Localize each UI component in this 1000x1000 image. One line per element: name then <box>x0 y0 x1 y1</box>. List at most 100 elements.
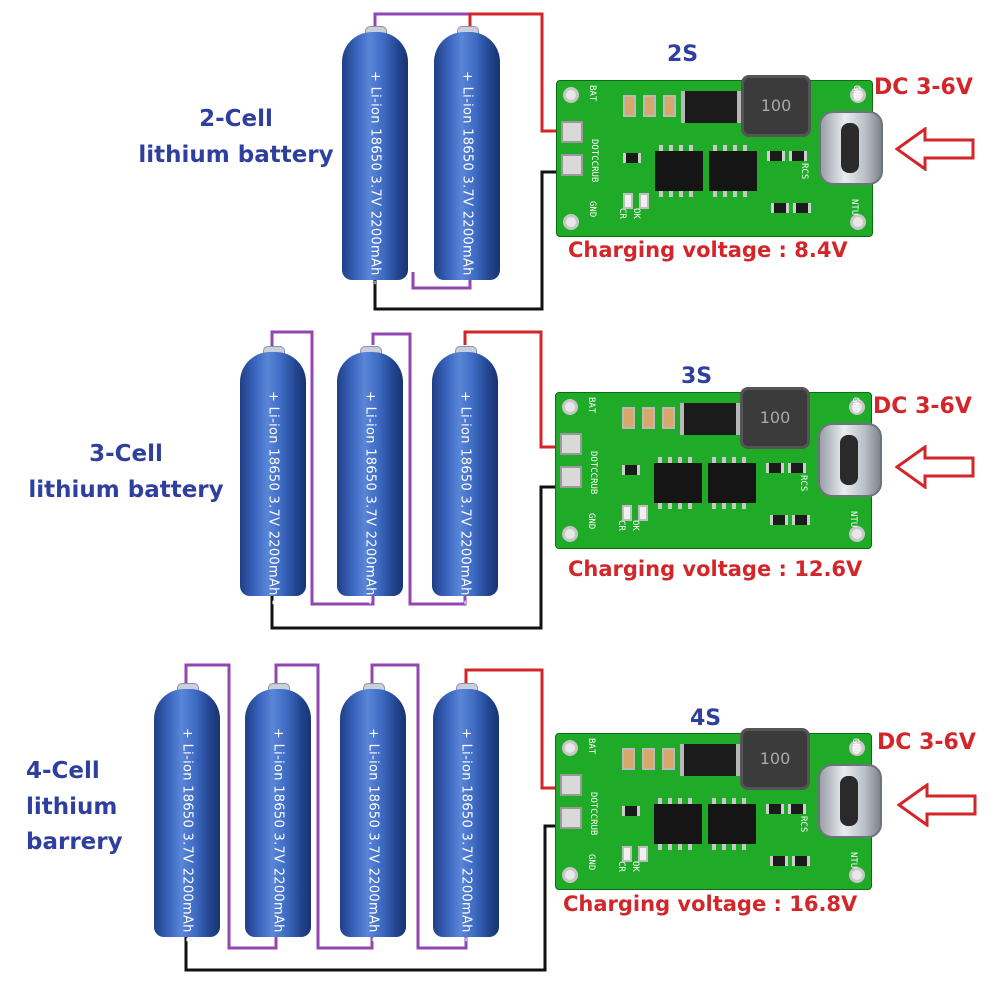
battery-label: + Li-ion 18650 3.7V 2200mAh - <box>365 728 381 943</box>
smd-resistor <box>792 515 810 525</box>
label-line: lithium battery <box>138 141 334 168</box>
mounting-hole <box>563 87 579 103</box>
battery-body <box>340 689 406 937</box>
silk-gnd: GND <box>586 854 596 871</box>
battery-label: + Li-ion 18650 3.7V 2200mAh - <box>457 391 473 606</box>
mounting-hole <box>563 214 579 230</box>
battery-18650-cell: + Li-ion 18650 3.7V 2200mAh - <box>154 683 220 942</box>
silk-dotccrub: DOTCCRUB <box>588 792 598 836</box>
smd-capacitor <box>623 95 636 117</box>
schottky-diode <box>680 403 740 435</box>
battery-label: + Li-ion 18650 3.7V 2200mAh - <box>270 728 286 943</box>
power-inductor: 100 <box>741 75 811 137</box>
inductor-marking: 100 <box>759 749 791 768</box>
smd-resistor <box>766 804 784 814</box>
series-link-wire <box>184 663 278 950</box>
usb-c-socket <box>841 123 859 173</box>
arrow-left-outline-icon <box>895 127 975 171</box>
smd-capacitor <box>643 95 656 117</box>
status-led <box>622 846 632 862</box>
battery-label: + Li-ion 18650 3.7V 2200mAh - <box>179 728 195 943</box>
battery-18650-cell: + Li-ion 18650 3.7V 2200mAh - <box>340 683 406 942</box>
battery-body <box>154 689 220 937</box>
mounting-hole <box>562 399 578 415</box>
usb-c-socket <box>840 435 858 485</box>
charger-ic <box>654 457 702 509</box>
bat-minus-terminal <box>560 466 582 488</box>
smd-resistor <box>788 463 806 473</box>
silk-gnd: GND <box>586 513 596 530</box>
battery-body <box>245 689 311 937</box>
mosfet-ic <box>709 145 757 197</box>
label-line: 4-Cell <box>26 758 100 784</box>
battery-18650-cell: + Li-ion 18650 3.7V 2200mAh - <box>432 346 498 605</box>
battery-18650-cell: + Li-ion 18650 3.7V 2200mAh - <box>342 26 408 285</box>
charging-voltage-label: Charging voltage : 8.4V <box>568 238 848 262</box>
label-line: 2-Cell <box>199 106 273 132</box>
charging-voltage-label: Charging voltage : 16.8V <box>563 892 858 916</box>
silk-gnd-right: GND <box>850 397 860 414</box>
smd-resistor <box>793 203 811 213</box>
silk-ok: OK <box>630 520 640 531</box>
status-led <box>622 505 632 521</box>
battery-18650-cell: + Li-ion 18650 3.7V 2200mAh - <box>245 683 311 942</box>
silk-cr: CR <box>616 861 626 872</box>
battery-label: + Li-ion 18650 3.7V 2200mAh - <box>265 391 281 606</box>
inductor-marking: 100 <box>760 96 792 115</box>
silk-ntu: NTU <box>848 852 858 869</box>
charger-ic <box>654 798 702 850</box>
series-link-wire <box>371 332 467 606</box>
mounting-hole <box>849 526 865 542</box>
series-link-wire <box>274 663 374 950</box>
negative-lead-wire <box>270 485 568 630</box>
dc-input-label: DC 3-6V <box>874 75 973 100</box>
mounting-hole <box>562 526 578 542</box>
power-inductor: 100 <box>740 387 810 449</box>
bat-minus-terminal <box>561 154 583 176</box>
silk-ok: OK <box>630 861 640 872</box>
section-2s-label: 2-Cell lithium battery <box>136 102 336 173</box>
silk-cr: CR <box>617 208 627 219</box>
smd-resistor <box>792 856 810 866</box>
silk-dotccrub: DOTCCRUB <box>588 451 598 495</box>
usb-c-port-icon <box>818 764 882 838</box>
silk-ok: OK <box>631 208 641 219</box>
smd-resistor <box>789 151 807 161</box>
silk-ntu: NTU <box>848 511 858 528</box>
smd-resistor <box>623 153 641 163</box>
smd-capacitor <box>662 407 675 429</box>
silk-gnd-right: GND <box>851 85 861 102</box>
negative-lead-wire <box>184 824 568 972</box>
negative-lead-wire <box>373 170 568 311</box>
status-led <box>623 193 633 209</box>
schottky-diode <box>681 91 741 123</box>
battery-body <box>342 32 408 280</box>
silk-bat: BAT <box>587 85 597 102</box>
power-inductor: 100 <box>740 728 810 790</box>
battery-body <box>434 32 500 280</box>
status-led <box>638 505 648 521</box>
silk-cr: CR <box>616 520 626 531</box>
battery-body <box>432 352 498 596</box>
smd-capacitor <box>662 748 675 770</box>
series-link-wire <box>270 330 375 606</box>
positive-lead-wire <box>463 330 568 449</box>
series-tag-3s: 3S <box>681 364 713 389</box>
inductor-marking: 100 <box>759 408 791 427</box>
status-led <box>638 846 648 862</box>
smd-capacitor <box>622 407 635 429</box>
dc-input-label: DC 3-6V <box>877 730 976 755</box>
silk-gnd: GND <box>587 201 597 218</box>
battery-body <box>433 689 499 937</box>
mounting-hole <box>849 399 865 415</box>
bat-plus-terminal <box>561 121 583 143</box>
smd-resistor <box>622 806 640 816</box>
battery-label: + Li-ion 18650 3.7V 2200mAh - <box>362 391 378 606</box>
charger-ic <box>655 145 703 197</box>
bat-minus-terminal <box>560 807 582 829</box>
series-tag-4s: 4S <box>690 706 722 731</box>
silk-rcs: RCS <box>798 816 808 833</box>
mounting-hole <box>562 867 578 883</box>
section-3s-label: 3-Cell lithium battery <box>26 437 226 508</box>
